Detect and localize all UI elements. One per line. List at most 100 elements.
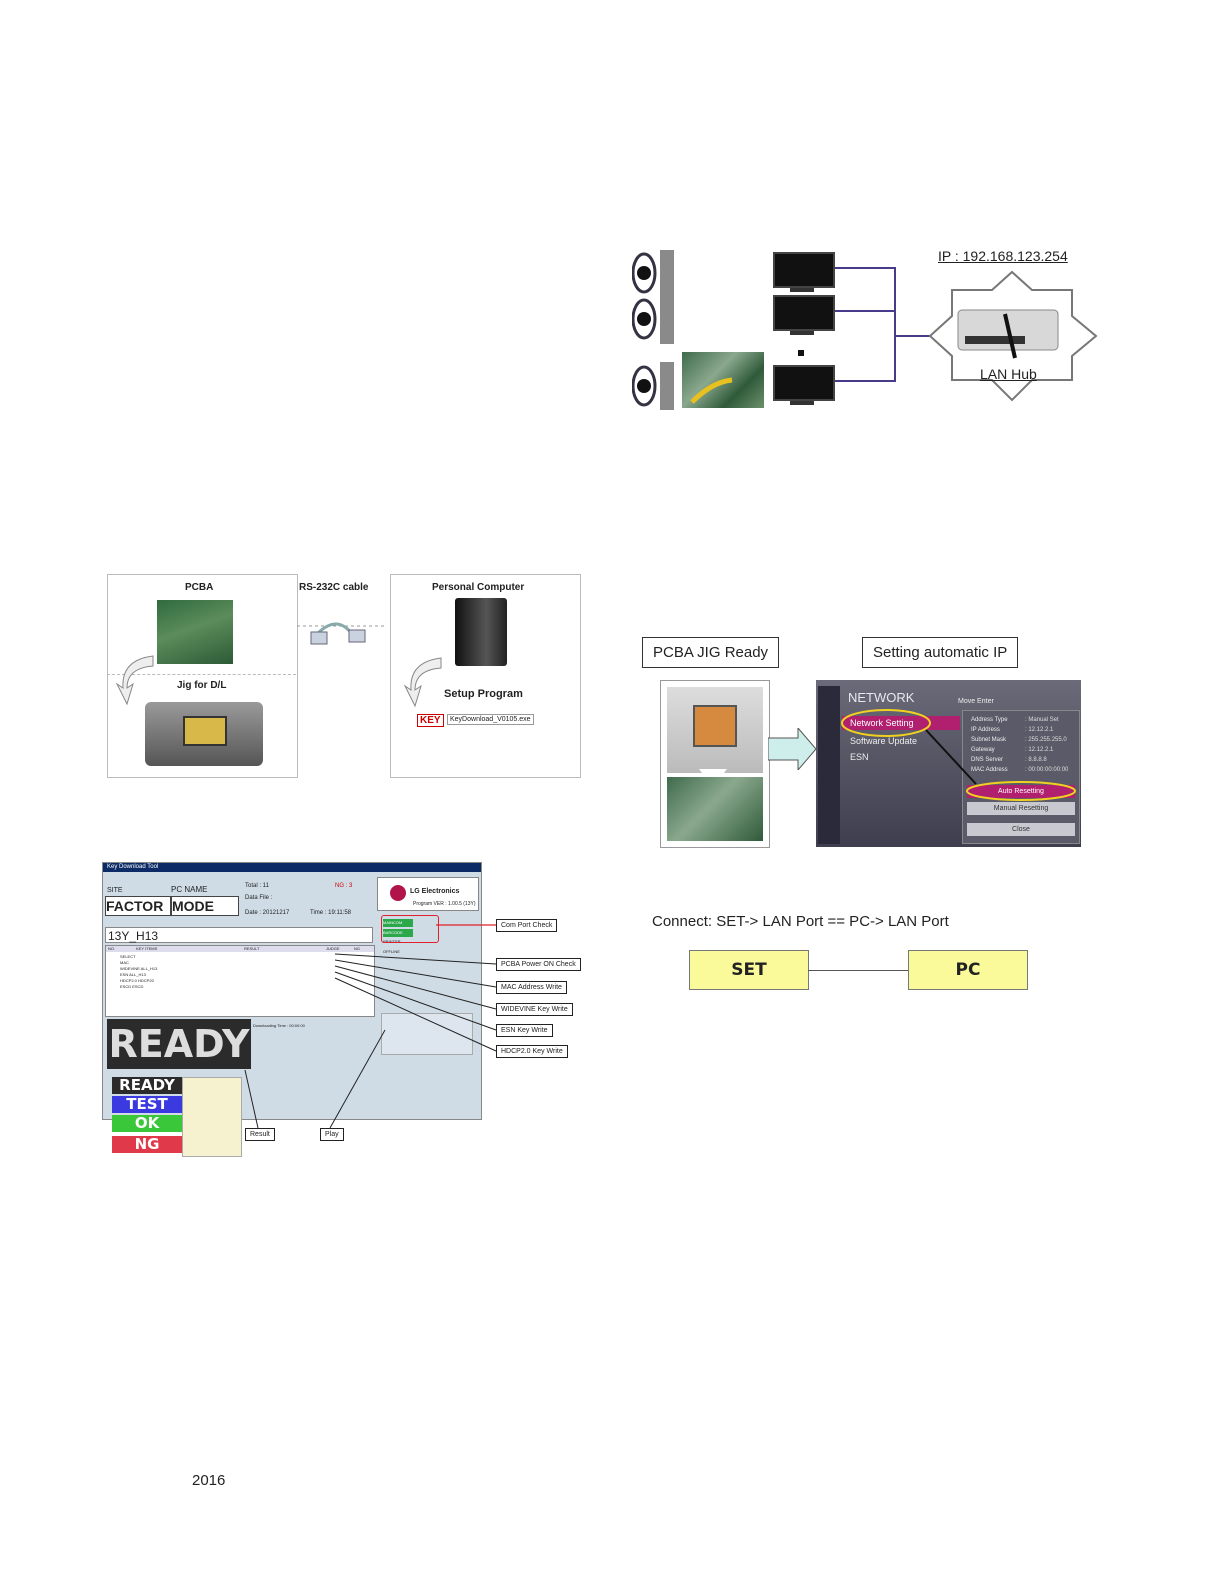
pc-box: PC — [908, 950, 1028, 990]
tv-network-menu: NETWORK Move Enter Network Setting Softw… — [816, 680, 1081, 847]
lg-brand: LG Electronics — [410, 888, 460, 895]
date-label: Date : 20121217 — [245, 910, 290, 916]
status-ready: READY — [112, 1077, 182, 1094]
table-row: HDCP2.0 HDCP20 — [120, 978, 154, 983]
panel-label: Gateway — [971, 747, 995, 753]
status-ng: NG — [112, 1136, 182, 1153]
menu-item-esn[interactable]: ESN — [850, 752, 869, 762]
menu-title: NETWORK — [848, 690, 915, 705]
cable-label: RS-232C cable — [299, 582, 369, 593]
status-ok: OK — [112, 1115, 182, 1132]
col-judge: JUDGE — [326, 946, 340, 951]
curved-arrow-right — [403, 657, 442, 708]
table-row: ESCD ESCD — [120, 984, 144, 989]
callout-mac-write: MAC Address Write — [496, 981, 567, 994]
close-button[interactable]: Close — [967, 823, 1075, 836]
network-info-panel: Address Type IP Address Subnet Mask Gate… — [962, 710, 1080, 844]
key-tool-screenshot: Key Download Tool SITE PC NAME FACTOR MO… — [102, 862, 482, 1120]
mode-value: MODE — [171, 896, 239, 916]
tv-stand-2 — [790, 331, 814, 335]
table-header: NO. KEY ITEMS RESULT JUDGE NG — [106, 946, 374, 952]
jig-chip — [693, 705, 737, 747]
curved-arrow-left — [115, 655, 154, 706]
callout-hdcp-write: HDCP2.0 Key Write — [496, 1045, 568, 1058]
table-row: MAC — [120, 960, 129, 965]
right-arrow-icon — [768, 728, 817, 770]
pcba-board — [157, 600, 233, 664]
panel-value: : Manual Set — [1025, 717, 1059, 723]
com-maincom: MAINCOM — [383, 919, 413, 927]
jig-photo-top — [667, 687, 763, 773]
col-no: NO. — [108, 946, 116, 951]
panel-label: MAC Address — [971, 767, 1008, 773]
callout-widevine-write: WIDEVINE Key Write — [496, 1003, 573, 1016]
pc-label: Personal Computer — [432, 582, 525, 593]
callout-result: Result — [245, 1128, 275, 1141]
status-legend-notes — [182, 1077, 242, 1157]
total-count: Total : 11 — [245, 883, 269, 889]
panel-value: : 00:00:00:00:00 — [1025, 767, 1069, 773]
col-ng: NG — [354, 946, 360, 951]
panel-value: : 12.12.2.1 — [1025, 747, 1054, 753]
col-result: RESULT — [244, 946, 260, 951]
lg-logo-box: LG Electronics — [377, 877, 479, 911]
tv-1 — [773, 252, 835, 288]
auto-resetting-button[interactable]: Auto Resetting — [967, 785, 1075, 798]
com-port-highlight — [381, 915, 439, 943]
pc-panel — [390, 574, 581, 778]
jig-photo-frame — [660, 680, 770, 848]
pc-tower — [455, 598, 507, 666]
tv-stand-1 — [790, 288, 814, 292]
ready-banner: READY — [107, 1019, 251, 1069]
panel-label: IP Address — [971, 727, 1000, 733]
ellipsis-dot — [798, 350, 804, 356]
menu-item-software-update[interactable]: Software Update — [850, 736, 918, 746]
callout-pcba-power-on: PCBA Power ON Check — [496, 958, 581, 971]
program-version: Program VER : 1.00.5 (13Y) — [413, 901, 476, 907]
jig-3 — [631, 365, 658, 407]
jig-1 — [631, 252, 658, 294]
status-test: TEST — [112, 1096, 182, 1113]
menu-hint: Move Enter — [958, 698, 994, 705]
highlight-ellipses — [841, 709, 1076, 801]
pc-tower-1 — [660, 250, 674, 298]
pc-tower-3 — [660, 362, 674, 410]
menu-icon-strip — [818, 686, 840, 844]
callout-esn-write: ESN Key Write — [496, 1024, 553, 1037]
panel-value: : 12.12.2.1 — [1025, 727, 1054, 733]
jig-device — [145, 702, 263, 766]
setting-auto-ip-label: Setting automatic IP — [862, 637, 1019, 668]
data-file-label: Data File : — [245, 895, 273, 901]
pcba-jig-ready-label: PCBA JIG Ready — [642, 637, 780, 668]
jig-2 — [631, 298, 658, 340]
tv-3 — [773, 365, 835, 401]
lg-logo-icon — [390, 885, 406, 901]
com-offline: OFFLINE — [383, 949, 400, 954]
jig-window — [183, 716, 227, 746]
model-field[interactable]: 13Y_H13 — [105, 927, 373, 943]
network-lines — [835, 267, 1098, 402]
callout-play: Play — [320, 1128, 344, 1141]
col-key-items: KEY ITEMS — [136, 946, 158, 951]
callout-com-port-check: Com Port Check — [496, 919, 558, 932]
panel-label: DNS Server — [971, 757, 1004, 763]
connect-line — [808, 970, 908, 971]
menu-item-network-setting[interactable]: Network Setting — [842, 716, 960, 730]
footer-year: 2016 — [192, 1472, 226, 1489]
dashed-divider — [107, 674, 296, 675]
panel-value: : 8.8.8.8 — [1025, 757, 1047, 763]
downloading-time: Downloading Time : 00:00:00 — [253, 1023, 305, 1028]
site-value: FACTOR — [105, 896, 171, 916]
pcba-panel — [107, 574, 298, 778]
tv-stand-3 — [790, 401, 814, 405]
panel-value: : 255.255.255.0 — [1025, 737, 1067, 743]
site-label: SITE — [107, 887, 123, 894]
connect-instruction: Connect: SET-> LAN Port == PC-> LAN Port — [652, 913, 949, 930]
download-diagram: PCBA Jig for D/L RS-232C cable Personal … — [107, 574, 581, 780]
ip-label: IP : 192.168.123.254 — [938, 248, 1068, 264]
manual-resetting-button[interactable]: Manual Resetting — [967, 802, 1075, 815]
jig-label: Jig for D/L — [177, 680, 227, 691]
key-items-table: NO. KEY ITEMS RESULT JUDGE NG SELECT MAC… — [105, 945, 375, 1017]
set-box: SET — [689, 950, 809, 990]
